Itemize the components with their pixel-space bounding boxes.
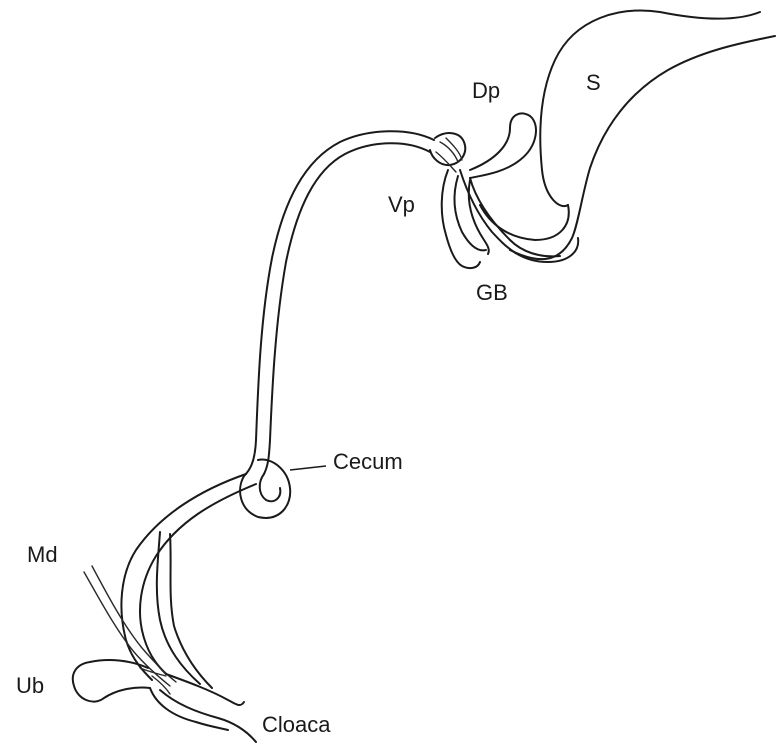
- midgut-tube: [244, 131, 434, 476]
- duodenum-shape: [430, 133, 578, 262]
- label-urinary-bladder: Ub: [16, 673, 44, 698]
- cecum-shape: [240, 460, 290, 518]
- label-gall-bladder: GB: [476, 280, 508, 305]
- cecum-leader-line: [290, 466, 326, 470]
- label-ventral-pancreas: Vp: [388, 192, 415, 217]
- label-cloaca: Cloaca: [262, 712, 331, 737]
- label-mesonephric-duct: Md: [27, 542, 58, 567]
- cloaca-shape: [150, 674, 256, 742]
- label-stomach: S: [586, 70, 601, 95]
- dorsal-pancreas-shape: [470, 113, 536, 178]
- label-dorsal-pancreas: Dp: [472, 78, 500, 103]
- stomach-shape: [480, 11, 775, 260]
- hindgut-tube: [121, 474, 256, 688]
- label-cecum: Cecum: [333, 449, 403, 474]
